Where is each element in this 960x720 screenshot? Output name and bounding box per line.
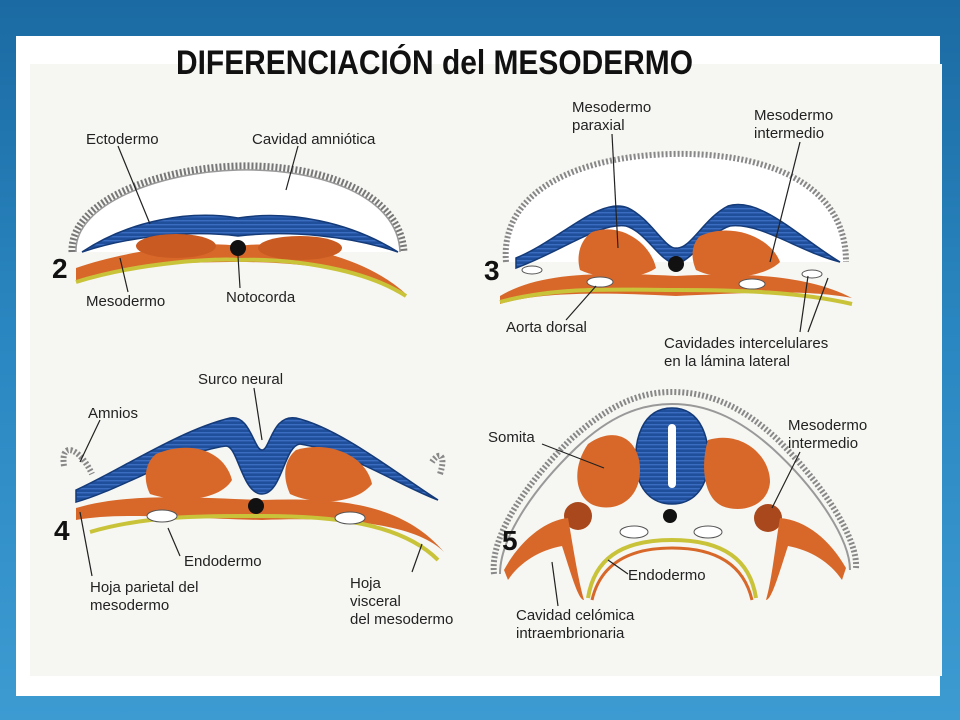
aorta-dorsal-left: [586, 276, 614, 288]
cavity-right: [334, 511, 366, 525]
label-mesodermo: Mesodermo: [86, 293, 165, 310]
aorta-left: [619, 525, 649, 539]
gut-wall: [590, 546, 754, 601]
panel-4: 4 Surco neural Amnios Endodermo Hoja par…: [54, 371, 453, 628]
label-mesodermo-intermedio-2: intermedio: [754, 125, 824, 142]
paraxial-mesoderm-right: [692, 230, 780, 277]
slide-title: DIFERENCIACIÓN del MESODERMO: [176, 44, 693, 82]
label-hoja-visceral-2: visceral: [350, 593, 401, 610]
amnion-membrane: [60, 447, 446, 476]
body-wall-right: [766, 518, 846, 600]
label-mesodermo-intermedio-2: intermedio: [788, 435, 858, 452]
ectoderm-band: [81, 214, 399, 253]
label-cavidad-celomica-2: intraembrionaria: [516, 625, 625, 642]
notochord: [663, 509, 677, 523]
somite-left: [577, 435, 640, 508]
neural-canal: [668, 424, 676, 488]
label-mesodermo-paraxial-2: paraxial: [572, 117, 625, 134]
amnion-membrane: [490, 388, 860, 575]
intermediate-right: [754, 504, 782, 532]
label-somita: Somita: [488, 429, 535, 446]
amnion-membrane: [68, 162, 408, 253]
endoderm-line: [499, 287, 853, 306]
label-hoja-parietal-1: Hoja parietal del: [90, 579, 198, 596]
panel-number-5: 5: [502, 525, 518, 556]
label-aorta-dorsal: Aorta dorsal: [506, 319, 587, 336]
aorta-dorsal-right: [738, 278, 766, 290]
figure-area: [30, 64, 942, 676]
mesoderm-mass-left: [136, 234, 216, 258]
panel-number-3: 3: [484, 255, 500, 286]
label-hoja-parietal-2: mesodermo: [90, 597, 169, 614]
somite-left: [145, 447, 232, 500]
label-notocorda: Notocorda: [226, 289, 296, 306]
label-cavidades-1: Cavidades intercelulares: [664, 335, 828, 352]
label-amnios: Amnios: [88, 405, 138, 422]
panel-2: 2 Ectodermo Cavidad amniótica Mesodermo …: [52, 131, 408, 310]
intercellular-cavity-1: [521, 265, 543, 275]
somite-right: [704, 437, 770, 509]
cavity-left: [146, 509, 178, 523]
label-hoja-visceral-3: del mesodermo: [350, 611, 453, 628]
ectoderm-band: [75, 417, 439, 503]
label-hoja-visceral-1: Hoja: [350, 575, 382, 592]
panel-number-2: 2: [52, 253, 68, 284]
label-endodermo: Endodermo: [184, 553, 262, 570]
panel-3: 3 Mesodermo paraxial Mesodermo intermedi…: [484, 99, 853, 370]
label-ectodermo: Ectodermo: [86, 131, 159, 148]
notochord: [248, 498, 264, 514]
notochord: [668, 256, 684, 272]
notochord: [230, 240, 246, 256]
label-cavidades-2: en la lámina lateral: [664, 353, 790, 370]
intermediate-left: [564, 502, 592, 530]
endoderm-line: [89, 513, 440, 562]
label-cavidad-amniotica: Cavidad amniótica: [252, 131, 376, 148]
label-mesodermo-intermedio-1: Mesodermo: [788, 417, 867, 434]
label-endodermo: Endodermo: [628, 567, 706, 584]
label-mesodermo-intermedio-1: Mesodermo: [754, 107, 833, 124]
mesoderm-mass-right: [258, 236, 342, 260]
label-mesodermo-paraxial-1: Mesodermo: [572, 99, 651, 116]
panel-number-4: 4: [54, 515, 70, 546]
panel-5: 5 Somita Mesodermo intermedio Endodermo …: [488, 388, 867, 642]
body-wall-left: [504, 518, 584, 600]
intercellular-cavity-2: [801, 269, 823, 279]
paraxial-mesoderm-left: [578, 229, 656, 278]
label-cavidad-celomica-1: Cavidad celómica: [516, 607, 635, 624]
aorta-right: [693, 525, 723, 539]
somite-right: [285, 447, 372, 502]
ectoderm-body: [499, 402, 851, 575]
label-surco-neural: Surco neural: [198, 371, 283, 388]
endoderm-loop: [586, 537, 758, 599]
ectoderm-band: [515, 203, 841, 270]
